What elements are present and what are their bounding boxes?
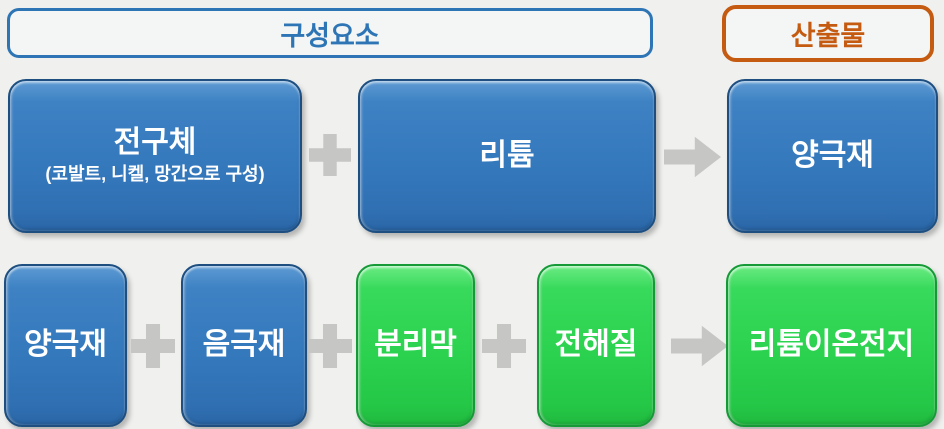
header-output-label: 산출물 — [790, 21, 866, 51]
box-lithium: 리튬 — [358, 79, 656, 233]
arrow-right-icon — [664, 136, 721, 178]
header-output: 산출물 — [722, 5, 934, 62]
box-anode: 음극재 — [181, 264, 307, 427]
plus-icon — [131, 324, 175, 368]
plus-icon — [309, 134, 351, 176]
box-separator-label: 분리막 — [374, 328, 457, 362]
box-cathode-label: 양극재 — [24, 328, 107, 362]
box-battery-label: 리튬이온전지 — [748, 328, 915, 362]
plus-icon — [308, 324, 352, 368]
box-cathode-output-label: 양극재 — [791, 138, 874, 172]
box-precursor-label: 전구체 — [113, 126, 197, 160]
box-cathode-output: 양극재 — [727, 79, 938, 233]
box-precursor-sublabel: (코발트, 니켈, 망간으로 구성) — [45, 163, 265, 184]
box-electrolyte: 전해질 — [537, 264, 655, 427]
box-battery: 리튬이온전지 — [726, 264, 937, 427]
box-cathode: 양극재 — [4, 264, 127, 427]
box-separator: 분리막 — [356, 264, 475, 427]
header-components: 구성요소 — [7, 8, 653, 58]
box-anode-label: 음극재 — [202, 328, 286, 362]
header-components-label: 구성요소 — [280, 20, 380, 51]
box-lithium-label: 리튬 — [479, 138, 535, 172]
box-electrolyte-label: 전해질 — [554, 328, 638, 362]
arrow-right-icon — [671, 325, 728, 367]
box-precursor: 전구체 (코발트, 니켈, 망간으로 구성) — [8, 79, 302, 233]
plus-icon — [482, 324, 526, 368]
